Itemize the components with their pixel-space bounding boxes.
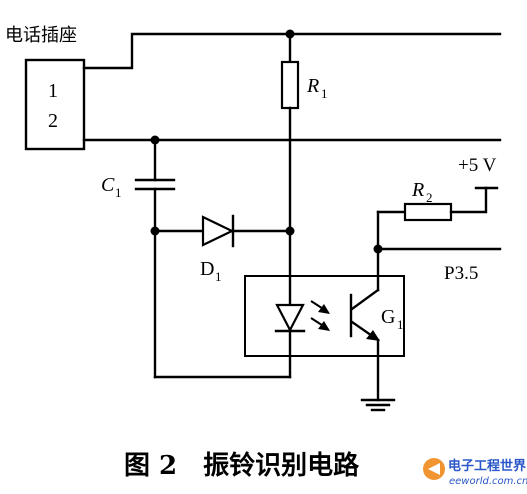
r1-label-sub: 1 <box>321 86 328 101</box>
port-label: P3.5 <box>444 263 478 284</box>
r1-label: R <box>306 75 319 97</box>
d1-label: D <box>200 258 214 280</box>
resistor-r1 <box>280 60 300 110</box>
figure-caption: 图 2 振铃识别电路 <box>124 450 360 481</box>
r2-label: R <box>411 179 424 201</box>
resistor-r2 <box>403 202 453 222</box>
c1-label-sub: 1 <box>115 185 122 200</box>
socket-label: 电话插座 <box>5 25 77 46</box>
phototransistor-collector <box>350 288 380 311</box>
top-line-wire <box>82 32 502 70</box>
g1-label-sub: 1 <box>397 317 404 332</box>
ground-icon <box>360 398 396 412</box>
r2-lead-right <box>449 186 488 214</box>
diode-d1 <box>201 215 235 247</box>
watermark-brand: 电子工程世界 <box>448 458 526 474</box>
d1-label-sub: 1 <box>215 269 222 284</box>
r2-label-sub: 2 <box>426 190 433 205</box>
vcc-label: +5 V <box>458 155 497 176</box>
g1-label: G <box>381 306 395 328</box>
socket-pin-2: 2 <box>48 110 58 132</box>
socket-pin-1: 1 <box>48 80 58 102</box>
c1-label: C <box>101 174 115 196</box>
emitter-arrow <box>366 330 380 341</box>
optocoupler-led <box>275 303 305 333</box>
light-arrows <box>310 300 330 331</box>
optocoupler-g1 <box>244 275 405 357</box>
telephone-socket <box>24 58 86 151</box>
eeworld-logo: 电子工程世界 eeworld.com.cn <box>423 458 527 487</box>
watermark-url: eeworld.com.cn <box>449 476 527 487</box>
